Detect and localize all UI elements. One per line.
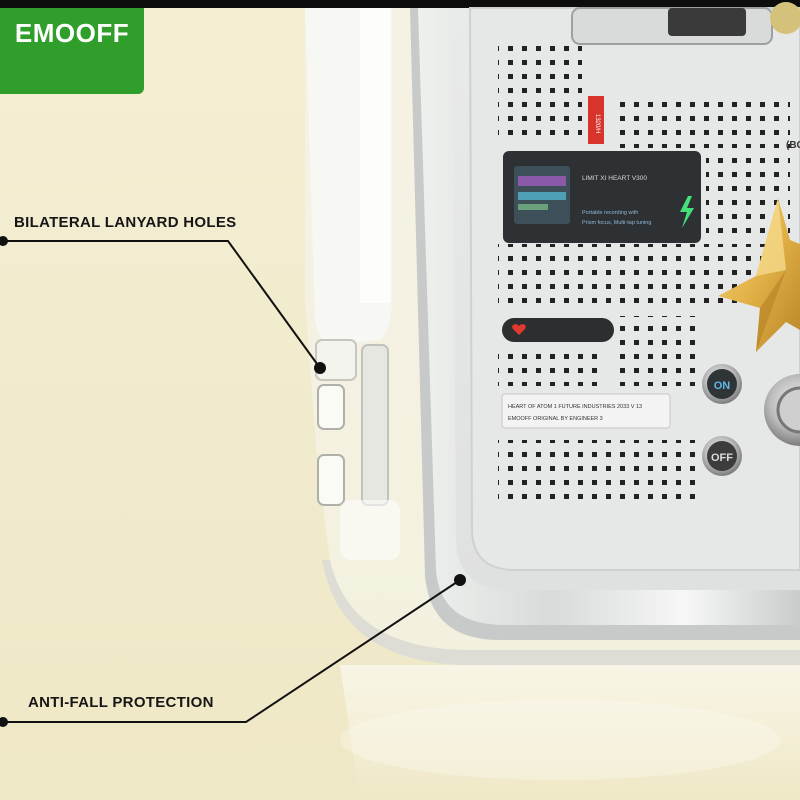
brand-badge: EMOOFF [0, 8, 144, 94]
lanyard-holes-label: BILATERAL LANYARD HOLES [14, 214, 237, 231]
brand-logo-text: EMOOFF [14, 18, 130, 48]
on-button-label: ON [714, 380, 731, 392]
display-line-1: Portable recording with [582, 210, 638, 216]
red-tag-text: 1320/H [594, 114, 600, 133]
display-title: LIMIT XI HEART V300 [582, 175, 647, 182]
display-line-2: Prism focus, Multi-tap tuning [582, 220, 651, 226]
anti-fall-label: ANTI-FALL PROTECTION [28, 694, 214, 711]
side-mark-text: (BG [786, 140, 800, 151]
info-line-2: EMOOFF ORIGINAL BY ENGINEER 3 [508, 416, 603, 422]
off-button-label: OFF [711, 452, 733, 464]
top-border [0, 0, 800, 8]
info-line-1: HEART OF ATOM 1 FUTURE INDUSTRIES 2033 V… [508, 404, 642, 410]
